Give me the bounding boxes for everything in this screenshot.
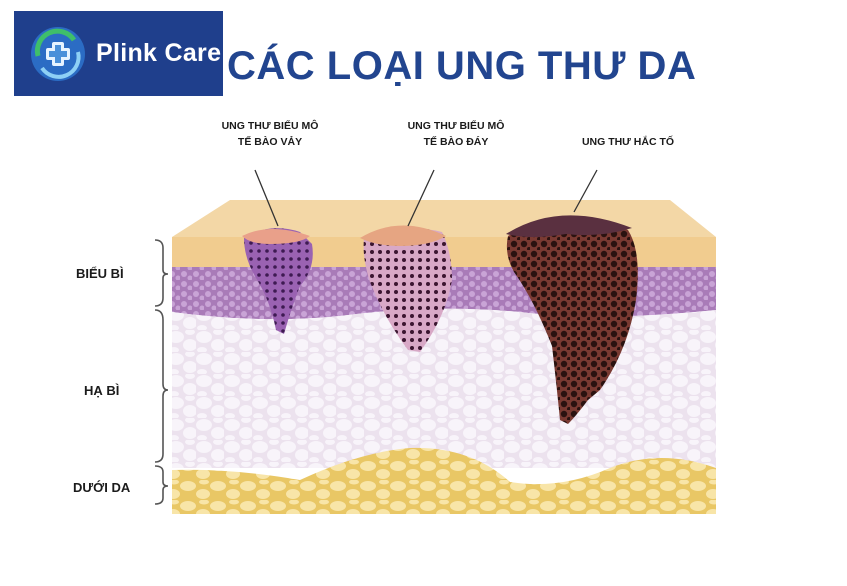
brand-logo: Plink Care bbox=[14, 11, 223, 96]
plink-care-logo-icon bbox=[31, 26, 85, 81]
callout-melanoma: UNG THƯ HẮC TỐ bbox=[568, 134, 688, 150]
melanoma-lesion-top bbox=[506, 215, 632, 237]
squamous-cell-tumor bbox=[244, 228, 313, 334]
callout-basal-cell: UNG THƯ BIỂU MÔ TẾ BÀO ĐÁY bbox=[391, 118, 521, 150]
callout-basal-line1: UNG THƯ BIỂU MÔ bbox=[407, 120, 505, 132]
pointer-line-basal bbox=[407, 169, 435, 227]
label-subcutis: DƯỚI DA bbox=[73, 480, 131, 495]
squamous-cell-lesion-top bbox=[242, 229, 310, 244]
bracket-dermis bbox=[154, 309, 169, 463]
callout-basal-line2: TẾ BÀO ĐÁY bbox=[423, 136, 489, 148]
label-epidermis: BIỂU BÌ bbox=[76, 266, 124, 281]
bracket-epidermis bbox=[154, 239, 169, 307]
skin-surface bbox=[172, 200, 716, 237]
callout-squamous-cell: UNG THƯ BIỂU MÔ TẾ BÀO VẢY bbox=[205, 118, 335, 150]
label-dermis: HẠ BÌ bbox=[84, 383, 120, 398]
melanoma-tumor bbox=[506, 219, 638, 424]
basal-cell-tumor bbox=[363, 228, 452, 352]
bracket-subcutis bbox=[154, 465, 169, 505]
brand-name: Plink Care bbox=[96, 39, 222, 67]
pointer-line-melanoma bbox=[573, 169, 598, 213]
dermis-layer bbox=[172, 308, 716, 468]
page-title: CÁC LOẠI UNG THƯ DA bbox=[227, 44, 697, 88]
callout-melanoma-line1: UNG THƯ HẮC TỐ bbox=[581, 136, 675, 148]
callout-squamous-line2: TẾ BÀO VẢY bbox=[237, 136, 303, 148]
basal-cell-lesion-top bbox=[360, 225, 446, 246]
subcutaneous-fat-layer bbox=[172, 447, 716, 514]
callout-squamous-line1: UNG THƯ BIỂU MÔ bbox=[221, 120, 319, 132]
pointer-line-squamous bbox=[254, 169, 279, 227]
